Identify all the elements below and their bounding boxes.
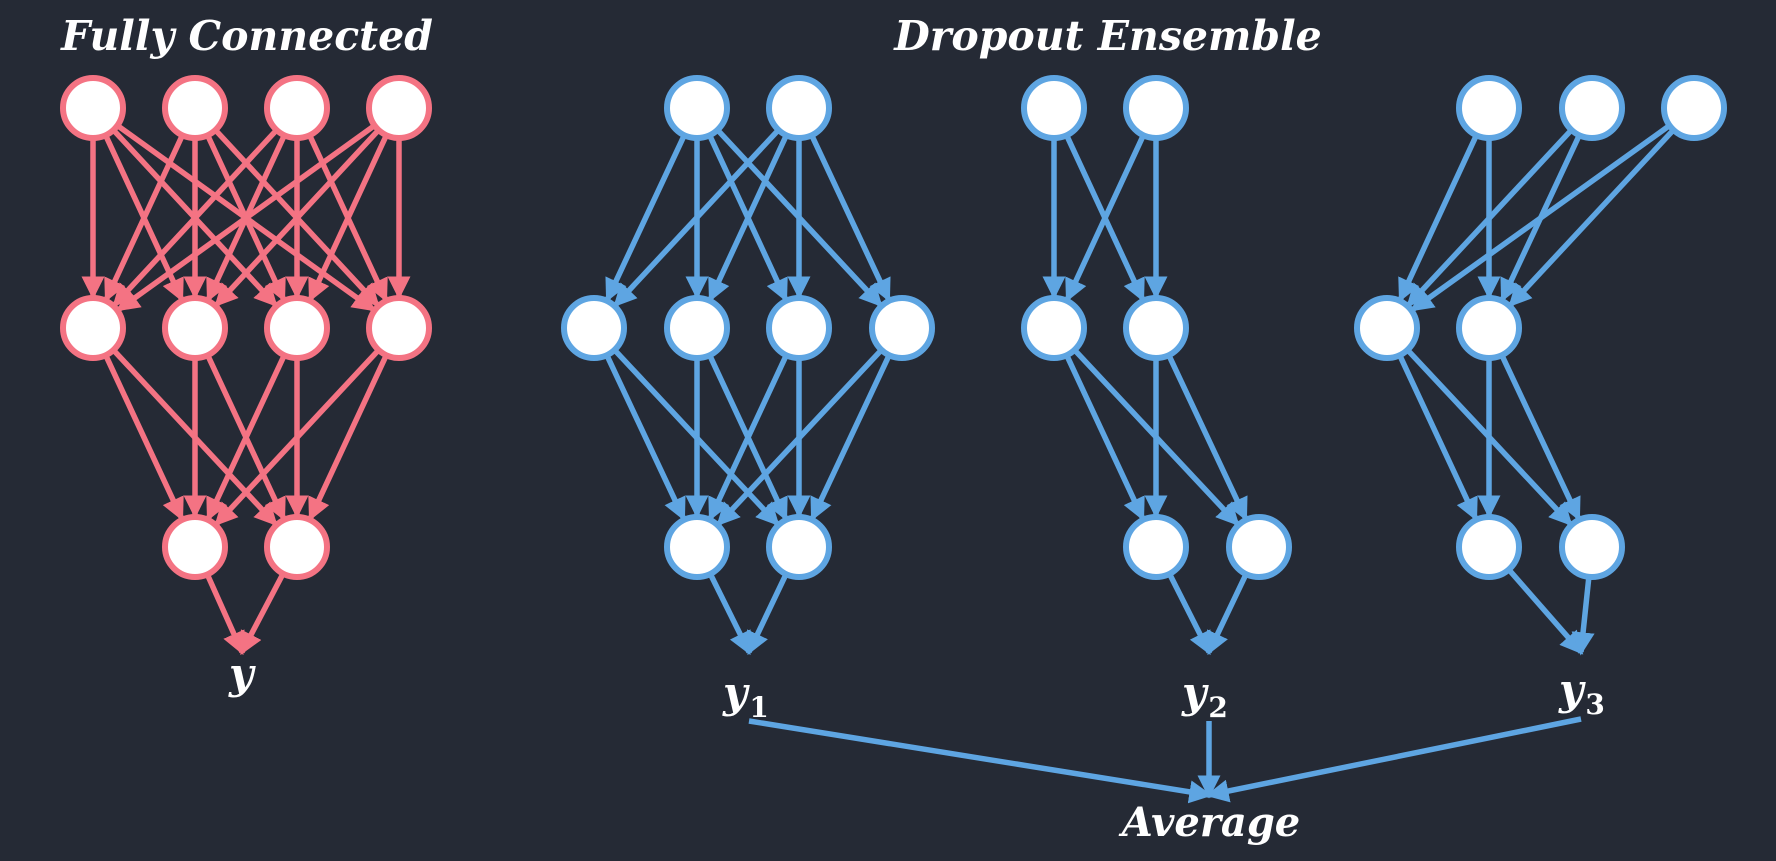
net1-node-l2-3: [869, 295, 935, 361]
net3-node-l1-2: [1661, 75, 1727, 141]
net1-output-subscript: 1: [749, 691, 768, 724]
net2-edge-l2-1-l3-1: [1166, 353, 1248, 522]
fc-edge-l1-3-l2-0: [116, 123, 377, 312]
fc-edge-l1-1-l2-0: [104, 134, 185, 303]
net1-edge-l1-0-l2-0: [605, 134, 687, 303]
net2-edge-l2-0-l3-0: [1064, 354, 1145, 522]
fc-node-l1-3: [366, 75, 432, 141]
net3-node-l3-0: [1456, 514, 1522, 580]
net1-node-l2-0: [561, 295, 627, 361]
net2-node-l3-1: [1226, 514, 1292, 580]
net3-edge-l1-1-l2-0: [1406, 128, 1574, 308]
fc-edge-l2-3-l3-0: [214, 348, 381, 527]
net2-output-label: y2: [1181, 668, 1228, 724]
fc-node-l2-1: [162, 295, 228, 361]
nodes-layer: [60, 75, 1727, 580]
net1-edge-l1-1-l2-0: [613, 128, 781, 308]
net1-node-l2-2: [766, 295, 832, 361]
net3-node-l2-0: [1354, 295, 1420, 361]
fc-node-l2-3: [366, 295, 432, 361]
net2-output-base: y: [1181, 668, 1209, 717]
net3-output-label: y3: [1558, 665, 1605, 721]
fc-edge-l2-3-l3-1: [308, 354, 389, 522]
net1-edge-l2-3-l3-0: [716, 348, 884, 527]
average-label: Average: [1118, 799, 1301, 846]
net2-node-l1-1: [1123, 75, 1189, 141]
net3-edge-l1-2-l2-1: [1508, 128, 1676, 308]
net3-edge-l1-2-l2-0: [1410, 123, 1672, 312]
avg-edge-net1: [748, 718, 1213, 804]
net3-output-base: y: [1558, 665, 1586, 714]
net3-node-l1-0: [1456, 75, 1522, 141]
net3-edge-l2-1-l3-1: [1499, 353, 1581, 522]
fully-connected-title: Fully Connected: [60, 12, 433, 60]
net1-node-l1-0: [664, 75, 730, 141]
dropout-ensemble-title: Dropout Ensemble: [893, 12, 1321, 60]
net2-edge-l3-1-out: [1206, 572, 1249, 656]
net3-node-l2-1: [1456, 295, 1522, 361]
fc-node-l1-1: [162, 75, 228, 141]
fc-edge-l2-2-l3-0: [206, 354, 287, 522]
net1-node-l1-1: [766, 75, 832, 141]
fc-node-l1-0: [60, 75, 126, 141]
net3-node-l1-1: [1559, 75, 1625, 141]
fc-node-l3-0: [162, 514, 228, 580]
net2-node-l2-0: [1021, 295, 1087, 361]
fc-edge-l3-1-out: [239, 572, 286, 656]
net1-output-label: y1: [722, 668, 769, 724]
net1-edge-l2-2-l3-0: [708, 354, 789, 522]
net2-node-l1-0: [1021, 75, 1087, 141]
net2-edge-l3-0-out: [1167, 572, 1212, 656]
net2-node-l3-0: [1123, 514, 1189, 580]
fc-edge-l2-0-l3-0: [103, 354, 184, 522]
net1-edge-l1-1-l2-1: [708, 134, 789, 303]
fc-edge-l1-3-l2-1: [214, 128, 381, 308]
net1-edge-l2-0-l3-0: [604, 353, 686, 522]
avg-edge-net3: [1205, 716, 1582, 803]
fc-edge-l1-3-l2-2: [308, 134, 389, 303]
net3-node-l3-1: [1559, 514, 1625, 580]
net1-edge-l3-0-out: [707, 572, 752, 656]
net2-edge-l1-1-l2-0: [1065, 134, 1146, 303]
fc-node-l1-2: [264, 75, 330, 141]
net1-node-l2-1: [664, 295, 730, 361]
net1-edge-l3-1-out: [746, 572, 789, 656]
net1-edge-l1-1-l2-3: [809, 134, 891, 303]
net3-edge-l1-0-l2-0: [1398, 134, 1479, 303]
net1-edge-l2-3-l3-1: [810, 353, 892, 522]
net3-edge-l2-0-l3-0: [1397, 354, 1478, 522]
fc-edge-l1-2-l2-0: [112, 128, 279, 308]
fc-edge-l3-0-out: [204, 573, 245, 656]
net1-node-l3-0: [664, 514, 730, 580]
net1-node-l3-1: [766, 514, 832, 580]
fc-node-l2-2: [264, 295, 330, 361]
net3-edge-l3-1-out: [1571, 576, 1595, 656]
net2-node-l2-1: [1123, 295, 1189, 361]
fc-node-l2-0: [60, 295, 126, 361]
fc-output-label: y: [228, 649, 256, 698]
fc-node-l3-1: [264, 514, 330, 580]
net3-output-subscript: 3: [1585, 688, 1604, 721]
net1-output-base: y: [722, 668, 750, 717]
net3-edge-l3-0-out: [1506, 567, 1584, 655]
net2-output-subscript: 2: [1208, 691, 1227, 724]
edges-layer: [81, 123, 1676, 804]
